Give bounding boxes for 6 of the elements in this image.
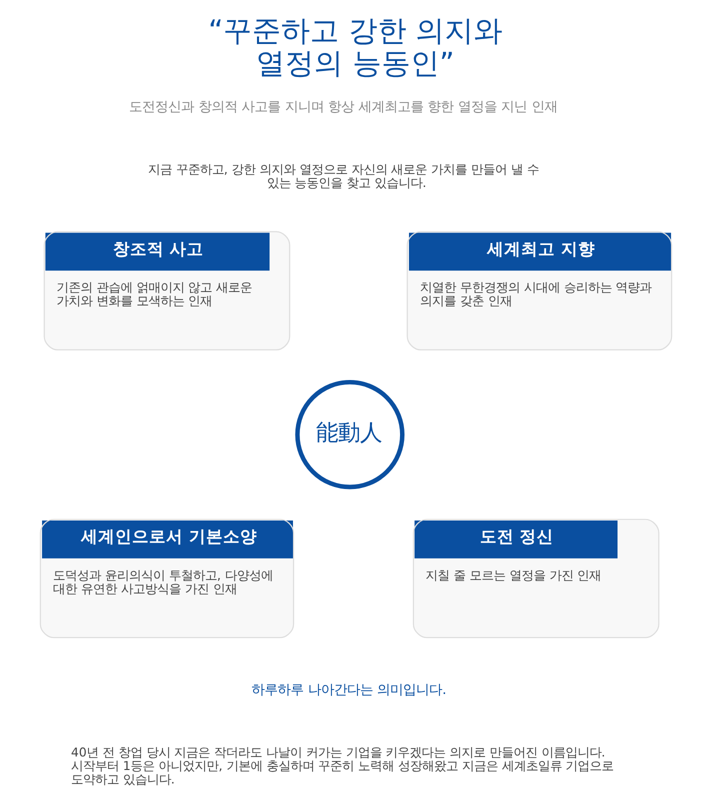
label: 도전정신과 창의적 사고를 지니며 항상 세계최고를 향한 열정을 지닌 인재	[129, 100, 558, 115]
node-circle: 能動人	[295, 380, 405, 490]
label: 40년 전 창업 당시 지금은 작더라도 나날이 커가는 기업을 키우겠다는 의지로 만들어진 이름입니다. 시작부터 1등은 아니었지만, 기본에 충실하며 꾸준히 노력해 성장해왔고 지금은 세계초일류 기업으로 도약하고 있습니다.	[71, 746, 614, 786]
label: 하루하루 나아간다는 의미입니다.	[252, 683, 446, 698]
diagram-title: “꾸준하고 강한 의지와 열정의 능동인”	[208, 14, 503, 80]
label: 지금 꾸준하고, 강한 의지와 열정으로 자신의 새로운 가치를 만들어 낼 수 있는 능동인을 찾고 있습니다.	[148, 162, 539, 190]
